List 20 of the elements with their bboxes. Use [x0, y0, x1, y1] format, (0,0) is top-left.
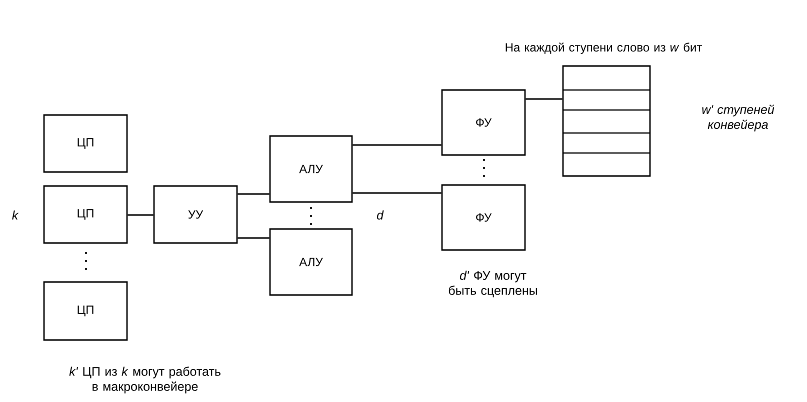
unit-box: ЦП — [43, 281, 128, 341]
note-text: w' ступеней конвейера — [702, 104, 774, 132]
connector-line — [526, 98, 562, 100]
variable-label: d — [376, 210, 384, 220]
unit-box: ФУ — [441, 184, 526, 251]
note-text: k' ЦП из k могут работать в макроконвейере — [69, 366, 220, 394]
note-text: d' ФУ могут быть сцеплены — [448, 270, 537, 298]
unit-box: АЛУ — [269, 135, 353, 203]
unit-box: УУ — [153, 185, 238, 244]
unit-box: АЛУ — [269, 228, 353, 296]
variable-label: k — [12, 210, 19, 220]
heading: На каждой ступени слово из w бит — [506, 42, 702, 54]
unit-box: ЦП — [43, 114, 128, 173]
connector-line — [352, 144, 442, 146]
connector-line — [352, 192, 442, 194]
connector-line — [238, 193, 270, 195]
connector-line — [128, 214, 154, 216]
connector-line — [238, 237, 270, 239]
unit-box: ЦП — [43, 185, 128, 244]
unit-box: ФУ — [441, 89, 526, 156]
